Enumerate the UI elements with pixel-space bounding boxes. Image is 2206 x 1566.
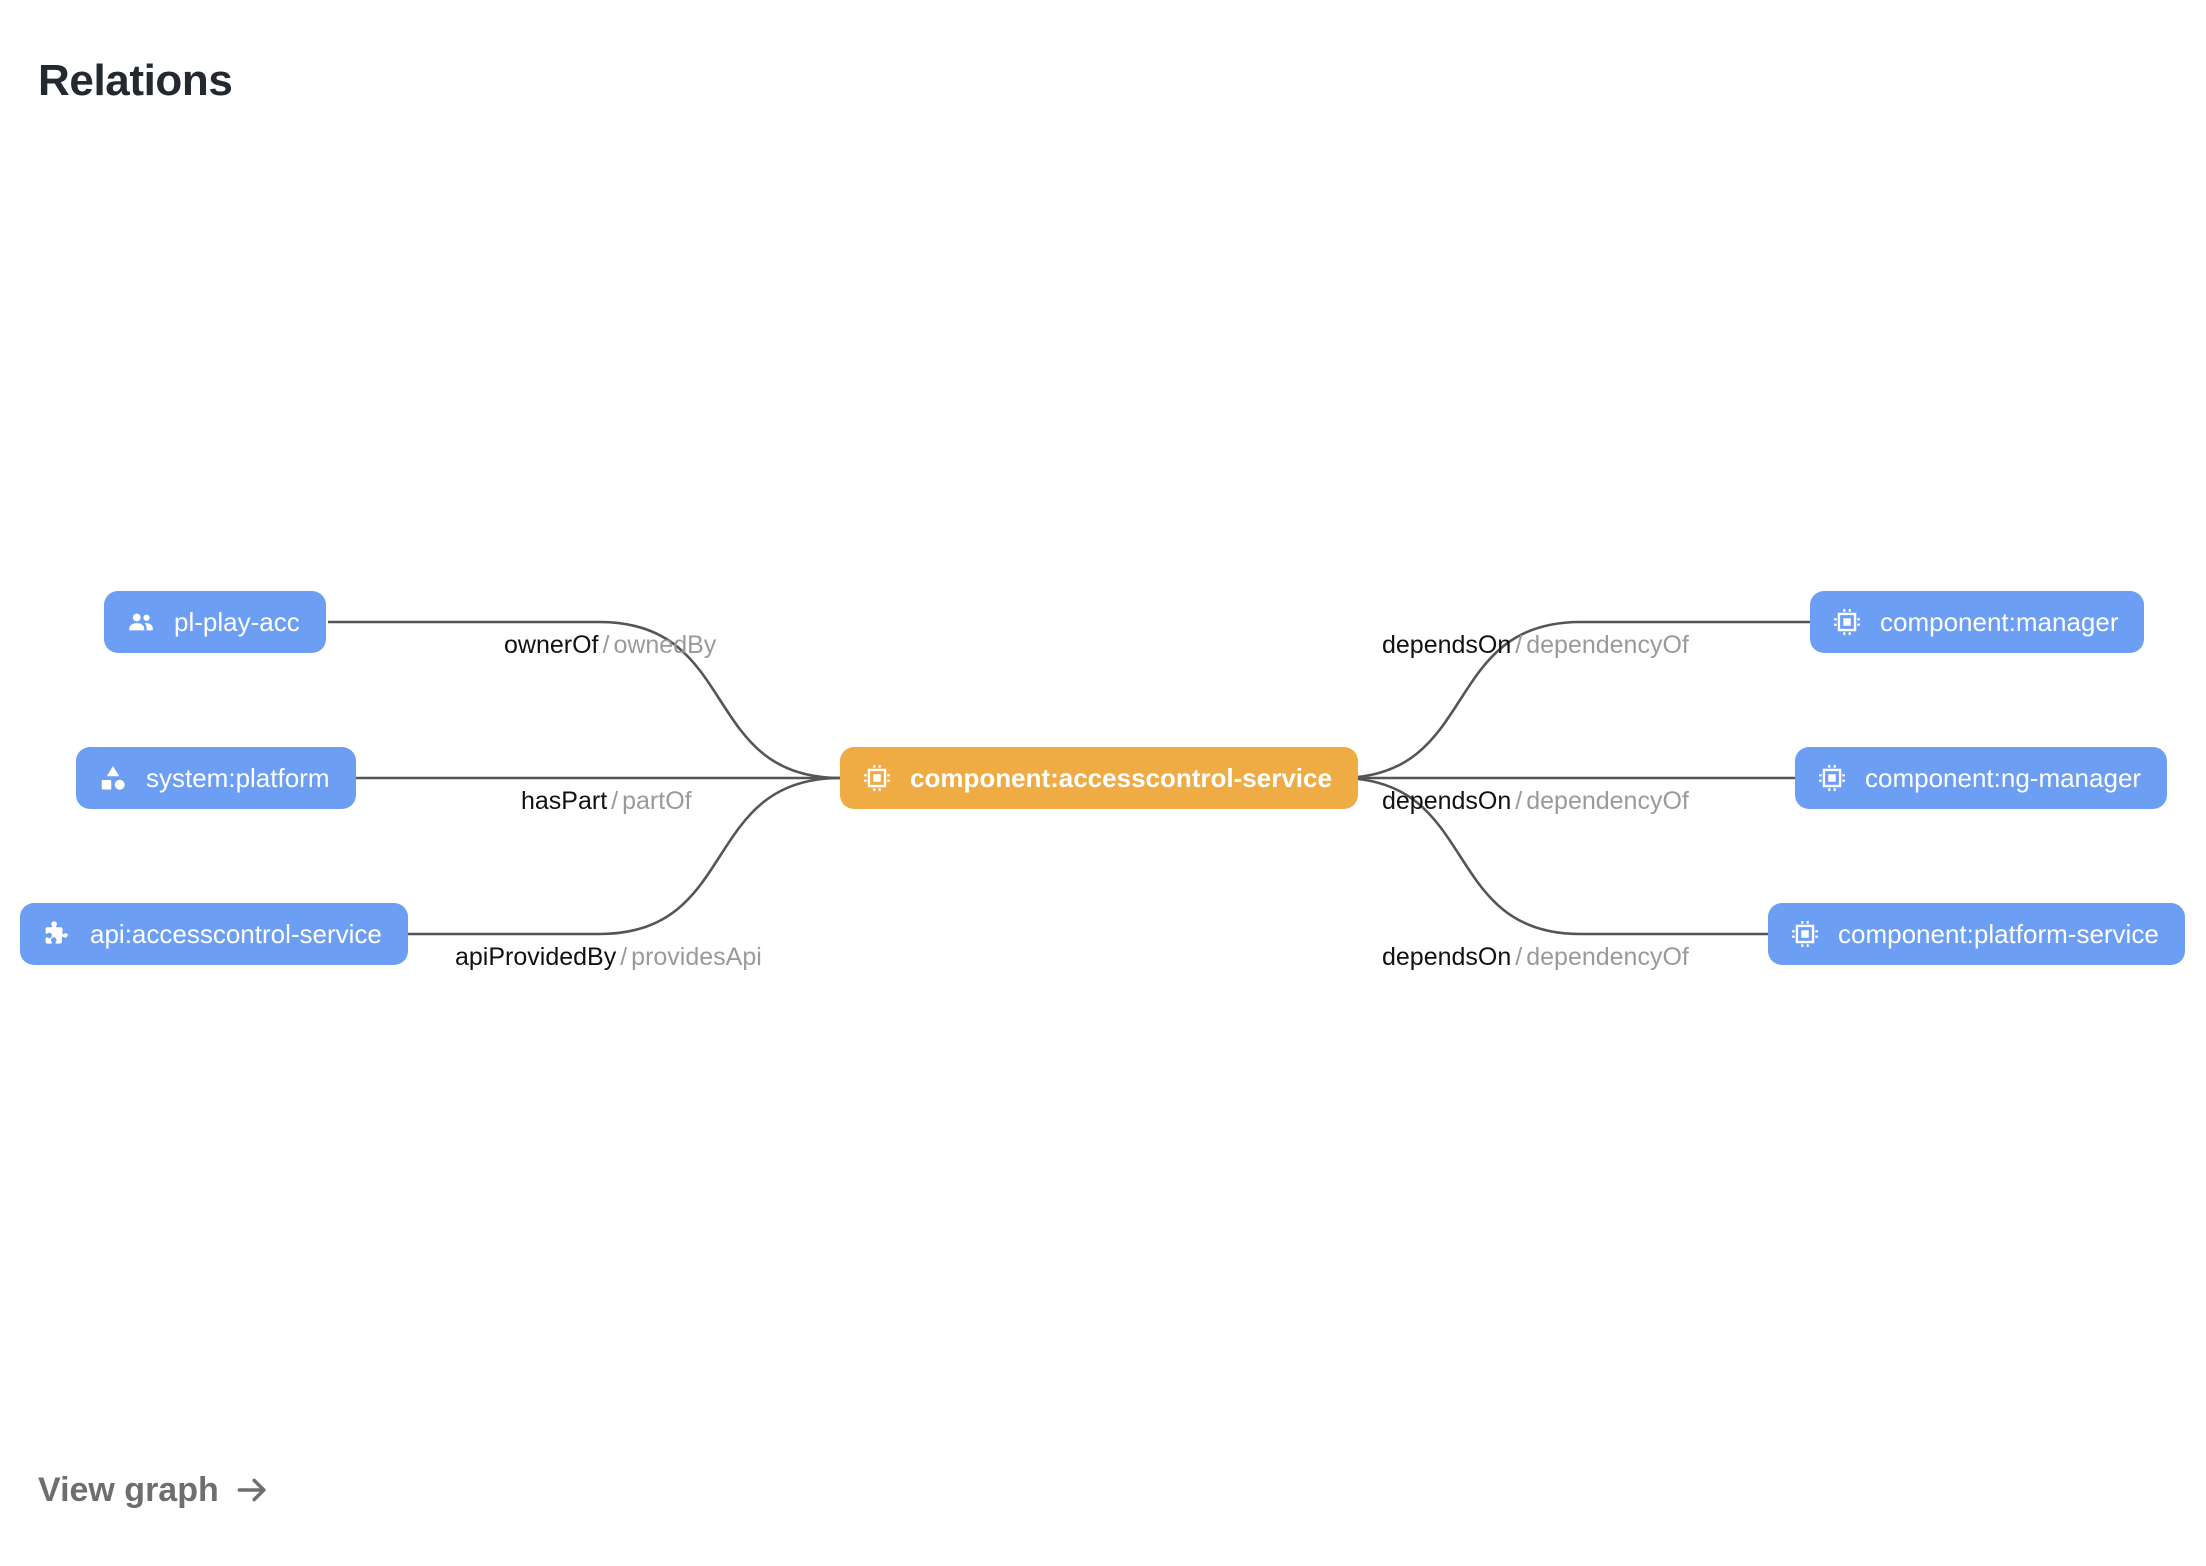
relation-reverse: providesApi — [631, 943, 762, 971]
relation-separator: / — [602, 631, 610, 659]
category-shapes-icon — [98, 763, 128, 793]
memory-chip-icon — [1832, 607, 1862, 637]
graph-node-label: pl-play-acc — [174, 607, 300, 637]
edge-label-ownerOf: ownerOf/ownedBy — [504, 633, 716, 658]
relation-reverse: dependencyOf — [1526, 943, 1689, 971]
relation-forward: hasPart — [521, 787, 608, 815]
relation-reverse: partOf — [622, 787, 692, 815]
relation-separator: / — [620, 943, 628, 971]
edge-label-dependsOn-manager: dependsOn/dependencyOf — [1382, 633, 1689, 658]
page-title: Relations — [38, 56, 233, 106]
graph-node-system-platform[interactable]: system:platform — [76, 747, 356, 809]
view-graph-link[interactable]: View graph — [38, 1473, 271, 1507]
memory-chip-icon — [862, 763, 892, 793]
group-people-icon — [126, 607, 156, 637]
relation-reverse: dependencyOf — [1526, 787, 1689, 815]
relation-reverse: dependencyOf — [1526, 631, 1689, 659]
edge-label-hasPart: hasPart/partOf — [521, 789, 692, 814]
relation-separator: / — [1515, 943, 1523, 971]
graph-node-label: api:accesscontrol-service — [90, 919, 382, 949]
graph-node-label: component:accesscontrol-service — [910, 763, 1332, 793]
relation-forward: dependsOn — [1382, 787, 1512, 815]
graph-node-pl-play-acc[interactable]: pl-play-acc — [104, 591, 326, 653]
edge-label-dependsOn-platform-service: dependsOn/dependencyOf — [1382, 945, 1689, 970]
memory-chip-icon — [1817, 763, 1847, 793]
edge-label-dependsOn-ng-manager: dependsOn/dependencyOf — [1382, 789, 1689, 814]
relation-separator: / — [1515, 631, 1523, 659]
graph-node-label: component:ng-manager — [1865, 763, 2142, 793]
arrow-right-icon — [233, 1473, 271, 1507]
view-graph-label: View graph — [38, 1471, 219, 1509]
graph-node-component-accesscontrol-service[interactable]: component:accesscontrol-service — [840, 747, 1358, 809]
graph-node-label: system:platform — [146, 763, 330, 793]
edge-label-apiProvidedBy: apiProvidedBy/providesApi — [455, 945, 762, 970]
relation-forward: dependsOn — [1382, 631, 1512, 659]
relation-forward: dependsOn — [1382, 943, 1512, 971]
graph-node-component-manager[interactable]: component:manager — [1810, 591, 2145, 653]
relation-forward: apiProvidedBy — [455, 943, 617, 971]
puzzle-piece-icon — [42, 919, 72, 949]
graph-node-label: component:manager — [1880, 607, 2119, 637]
relation-forward: ownerOf — [504, 631, 599, 659]
relation-separator: / — [1515, 787, 1523, 815]
memory-chip-icon — [1790, 919, 1820, 949]
graph-node-label: component:platform-service — [1838, 919, 2159, 949]
graph-node-component-platform-service[interactable]: component:platform-service — [1768, 903, 2185, 965]
relation-reverse: ownedBy — [613, 631, 717, 659]
graph-node-api-accesscontrol-service[interactable]: api:accesscontrol-service — [20, 903, 408, 965]
graph-node-component-ng-manager[interactable]: component:ng-manager — [1795, 747, 2168, 809]
relation-separator: / — [611, 787, 619, 815]
